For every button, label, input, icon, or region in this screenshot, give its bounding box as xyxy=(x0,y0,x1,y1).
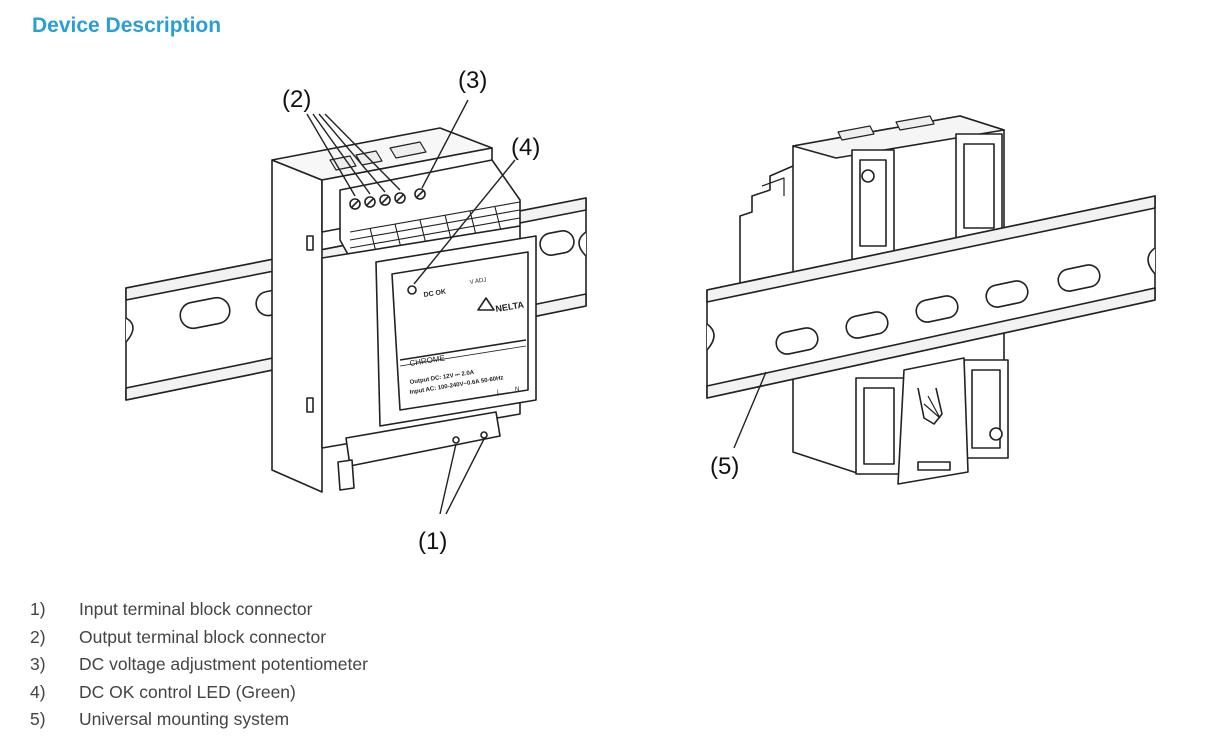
page-title: Device Description xyxy=(32,14,222,37)
component-legend: 1) Input terminal block connector 2) Outpu… xyxy=(30,596,368,734)
rear-view xyxy=(706,115,1156,485)
front-view: DC OK V ADJ NELTA CHROME Output DC: 12V … xyxy=(125,99,587,515)
dc-ok-label: DC OK xyxy=(423,289,446,299)
device-illustration: DC OK V ADJ NELTA CHROME Output DC: 12V … xyxy=(125,67,1156,555)
legend-number: 1) xyxy=(30,599,46,620)
legend-text: Universal mounting system xyxy=(79,709,290,730)
power-supply-housing xyxy=(271,127,537,493)
callout-leader-5 xyxy=(733,371,767,449)
potentiometer-screw xyxy=(414,188,426,200)
universal-mounting-clip xyxy=(855,357,1009,485)
callout-leaders-front xyxy=(306,99,516,515)
legend-text: Output terminal block connector xyxy=(79,626,327,647)
legend-number: 3) xyxy=(30,654,46,675)
legend-item: 2) Output terminal block connector xyxy=(30,624,368,652)
din-rail-rear-view xyxy=(706,195,1156,399)
front-label xyxy=(391,251,529,411)
callout-2: (2) xyxy=(282,86,311,113)
callout-1: (1) xyxy=(418,528,447,555)
terminal-n-label: N xyxy=(515,387,519,393)
legend-text: DC voltage adjustment potentiometer xyxy=(79,654,368,675)
legend-item: 3) DC voltage adjustment potentiometer xyxy=(30,651,368,679)
legend-item: 1) Input terminal block connector xyxy=(30,596,368,624)
legend-item: 5) Universal mounting system xyxy=(30,706,368,734)
callout-3: (3) xyxy=(458,67,487,94)
legend-number: 4) xyxy=(30,681,46,702)
output-terminal-screws xyxy=(349,192,406,210)
legend-text: DC OK control LED (Green) xyxy=(79,681,296,702)
dc-ok-led xyxy=(407,285,417,295)
legend-item: 4) DC OK control LED (Green) xyxy=(30,679,368,707)
terminal-l-label: L xyxy=(497,390,501,396)
brand-logo-text: NELTA xyxy=(495,300,525,314)
vadj-label: V ADJ xyxy=(469,277,486,286)
legend-text: Input terminal block connector xyxy=(79,599,313,620)
callout-4: (4) xyxy=(511,134,540,161)
callout-5: (5) xyxy=(710,453,739,480)
legend-number: 5) xyxy=(30,709,46,730)
legend-number: 2) xyxy=(30,626,46,647)
din-rail-slots xyxy=(775,264,1101,355)
